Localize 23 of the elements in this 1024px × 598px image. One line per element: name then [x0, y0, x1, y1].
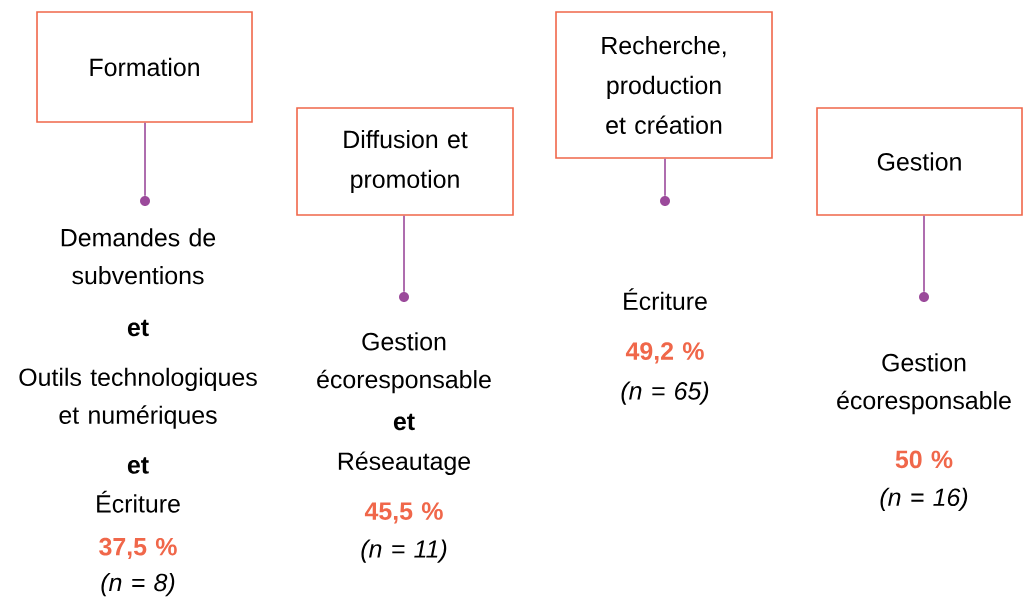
- result-text: Demandes de subventions et Outils technologiques et numériques et Écriture 37,5 % (n = 8): [19, 228, 257, 597]
- connector-line: [403, 215, 405, 293]
- category-box: Recherche, production et création: [555, 11, 773, 159]
- category-box: Diffusion et promotion: [296, 107, 514, 216]
- node-label: 45,5 %: [364, 502, 443, 524]
- result-text: Écriture 49,2 % (n = 65): [621, 288, 709, 405]
- connector-line: [664, 158, 666, 197]
- node-label: (n = 11): [361, 539, 447, 563]
- connector-line: [144, 122, 146, 197]
- node-label: Écriture: [97, 490, 180, 513]
- node-label: Demandes de subventions: [61, 228, 216, 285]
- node-label: et: [393, 413, 415, 431]
- node-label: Réseautage: [338, 451, 471, 475]
- node-label: et: [127, 457, 149, 474]
- connector-line: [923, 215, 925, 293]
- result-text: Gestion écoresponsable 50 % (n = 16): [837, 353, 1011, 511]
- category-box: Gestion: [816, 107, 1023, 216]
- category-box: Formation: [36, 11, 253, 123]
- node-label: (n = 8): [101, 573, 175, 597]
- node-label: et: [127, 319, 149, 337]
- node-label: Outils technologiques et numériques: [19, 367, 257, 429]
- node-label: 37,5 %: [99, 537, 177, 560]
- result-text: Gestion écoresponsable et Réseautage 45,5 % (n = 11): [317, 332, 491, 563]
